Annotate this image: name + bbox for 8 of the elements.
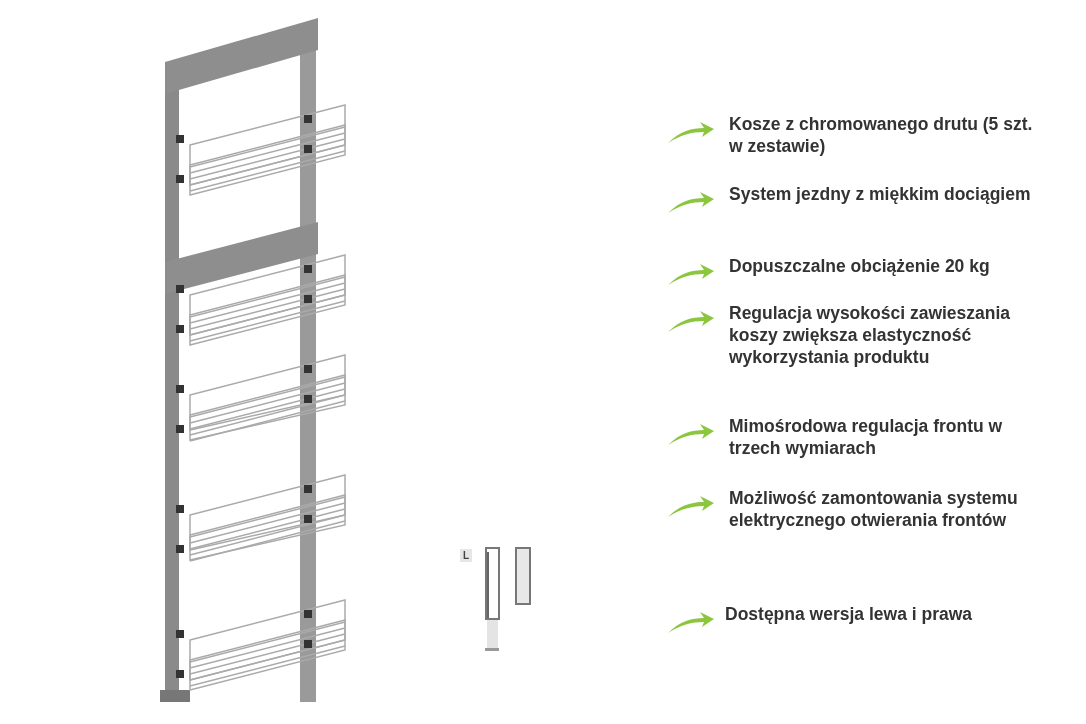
side-label: L [460, 549, 473, 562]
feature-text: Dopuszczalne obciążenie 20 kg [729, 255, 991, 277]
feature-text: Mimośrodowa regulacja frontu w trzech wymiarach [729, 415, 1004, 459]
feature-text: Możliwość zamontowania systemu elektrycznego otwierania frontów [729, 487, 1019, 531]
feature-text: System jezdny z miękkim dociągiem [729, 183, 1032, 205]
feature-text: Regulacja wysokości zawieszania koszy zwiększa elastyczność wykorzystania produktu [729, 302, 1012, 368]
feature-text: Kosze z chromowanego drutu (5 szt. w zestawie) [729, 113, 1034, 157]
feature-text: Dostępna wersja lewa i prawa [725, 603, 974, 625]
